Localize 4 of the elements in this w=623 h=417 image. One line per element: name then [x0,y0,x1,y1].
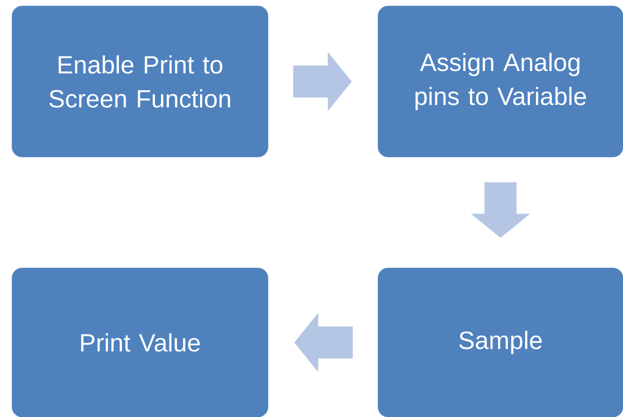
process-box: Sample [378,268,623,417]
process-box: Print Value [12,268,268,417]
process-box: Assign Analog pins to Variable [378,6,623,158]
process-box: Enable Print to Screen Function [12,6,268,158]
